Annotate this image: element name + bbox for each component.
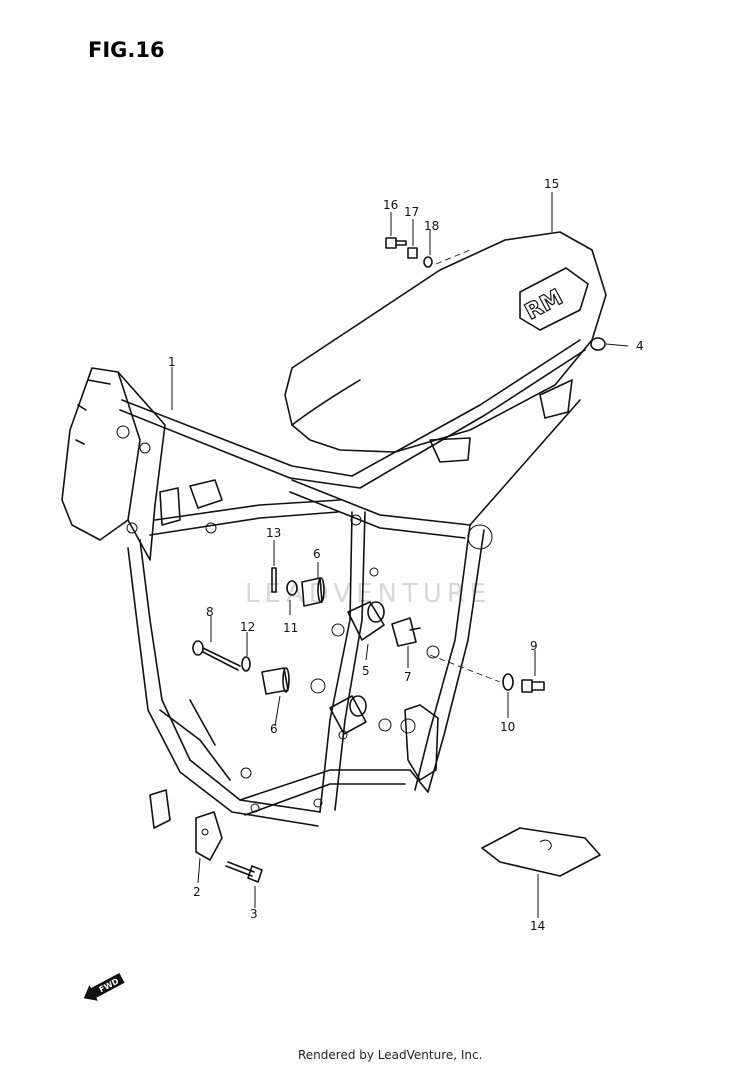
bracket-part-2[interactable] (149, 789, 223, 861)
watermark-text: LEADVENTURE (245, 579, 491, 609)
callout-15: 15 (544, 177, 559, 191)
frame-part-1[interactable] (61, 339, 586, 827)
nut-part-4[interactable] (590, 337, 606, 351)
collar-part-6-lower[interactable] (261, 667, 290, 695)
washer-part-12[interactable] (241, 656, 251, 672)
callout-6-upper: 6 (313, 547, 321, 561)
washer-part-18[interactable] (423, 256, 433, 268)
figure-title: FIG.16 (88, 38, 165, 62)
bolt-part-7[interactable] (391, 617, 421, 647)
bolt-part-9[interactable] (521, 679, 545, 693)
nut-part-17[interactable] (407, 247, 418, 259)
bolt-part-16[interactable] (385, 237, 407, 249)
callout-16: 16 (383, 198, 398, 212)
callout-7: 7 (404, 670, 412, 684)
callout-17: 17 (404, 205, 419, 219)
washer-part-11[interactable] (286, 580, 298, 596)
callout-1: 1 (168, 355, 176, 369)
callout-8: 8 (206, 605, 214, 619)
callout-5: 5 (362, 664, 370, 678)
washer-part-10[interactable] (502, 673, 514, 691)
callout-6-lower: 6 (270, 722, 278, 736)
pin-part-13[interactable] (271, 567, 277, 593)
callout-10: 10 (500, 720, 515, 734)
callout-13: 13 (266, 526, 281, 540)
callout-11: 11 (283, 621, 298, 635)
bushing-part-5[interactable] (329, 601, 385, 735)
callout-4: 4 (636, 339, 644, 353)
front-arrow: FWD (83, 973, 125, 1001)
callout-12: 12 (240, 620, 255, 634)
callout-2: 2 (193, 885, 201, 899)
bolt-part-3[interactable] (225, 861, 263, 883)
callout-18: 18 (424, 219, 439, 233)
callout-3: 3 (250, 907, 258, 921)
credit-text: Rendered by LeadVenture, Inc. (298, 1048, 482, 1062)
callout-14: 14 (530, 919, 545, 933)
callout-9: 9 (530, 639, 538, 653)
collar-part-6-upper[interactable] (301, 577, 325, 607)
bolt-part-8[interactable] (192, 640, 241, 671)
seat-part-15[interactable]: RM (284, 231, 607, 453)
callouts: 1 2 3 4 5 6 6 7 8 9 10 11 12 13 14 15 16… (168, 177, 644, 933)
plate-part-14[interactable] (481, 827, 601, 877)
leader-lines (171, 192, 629, 918)
